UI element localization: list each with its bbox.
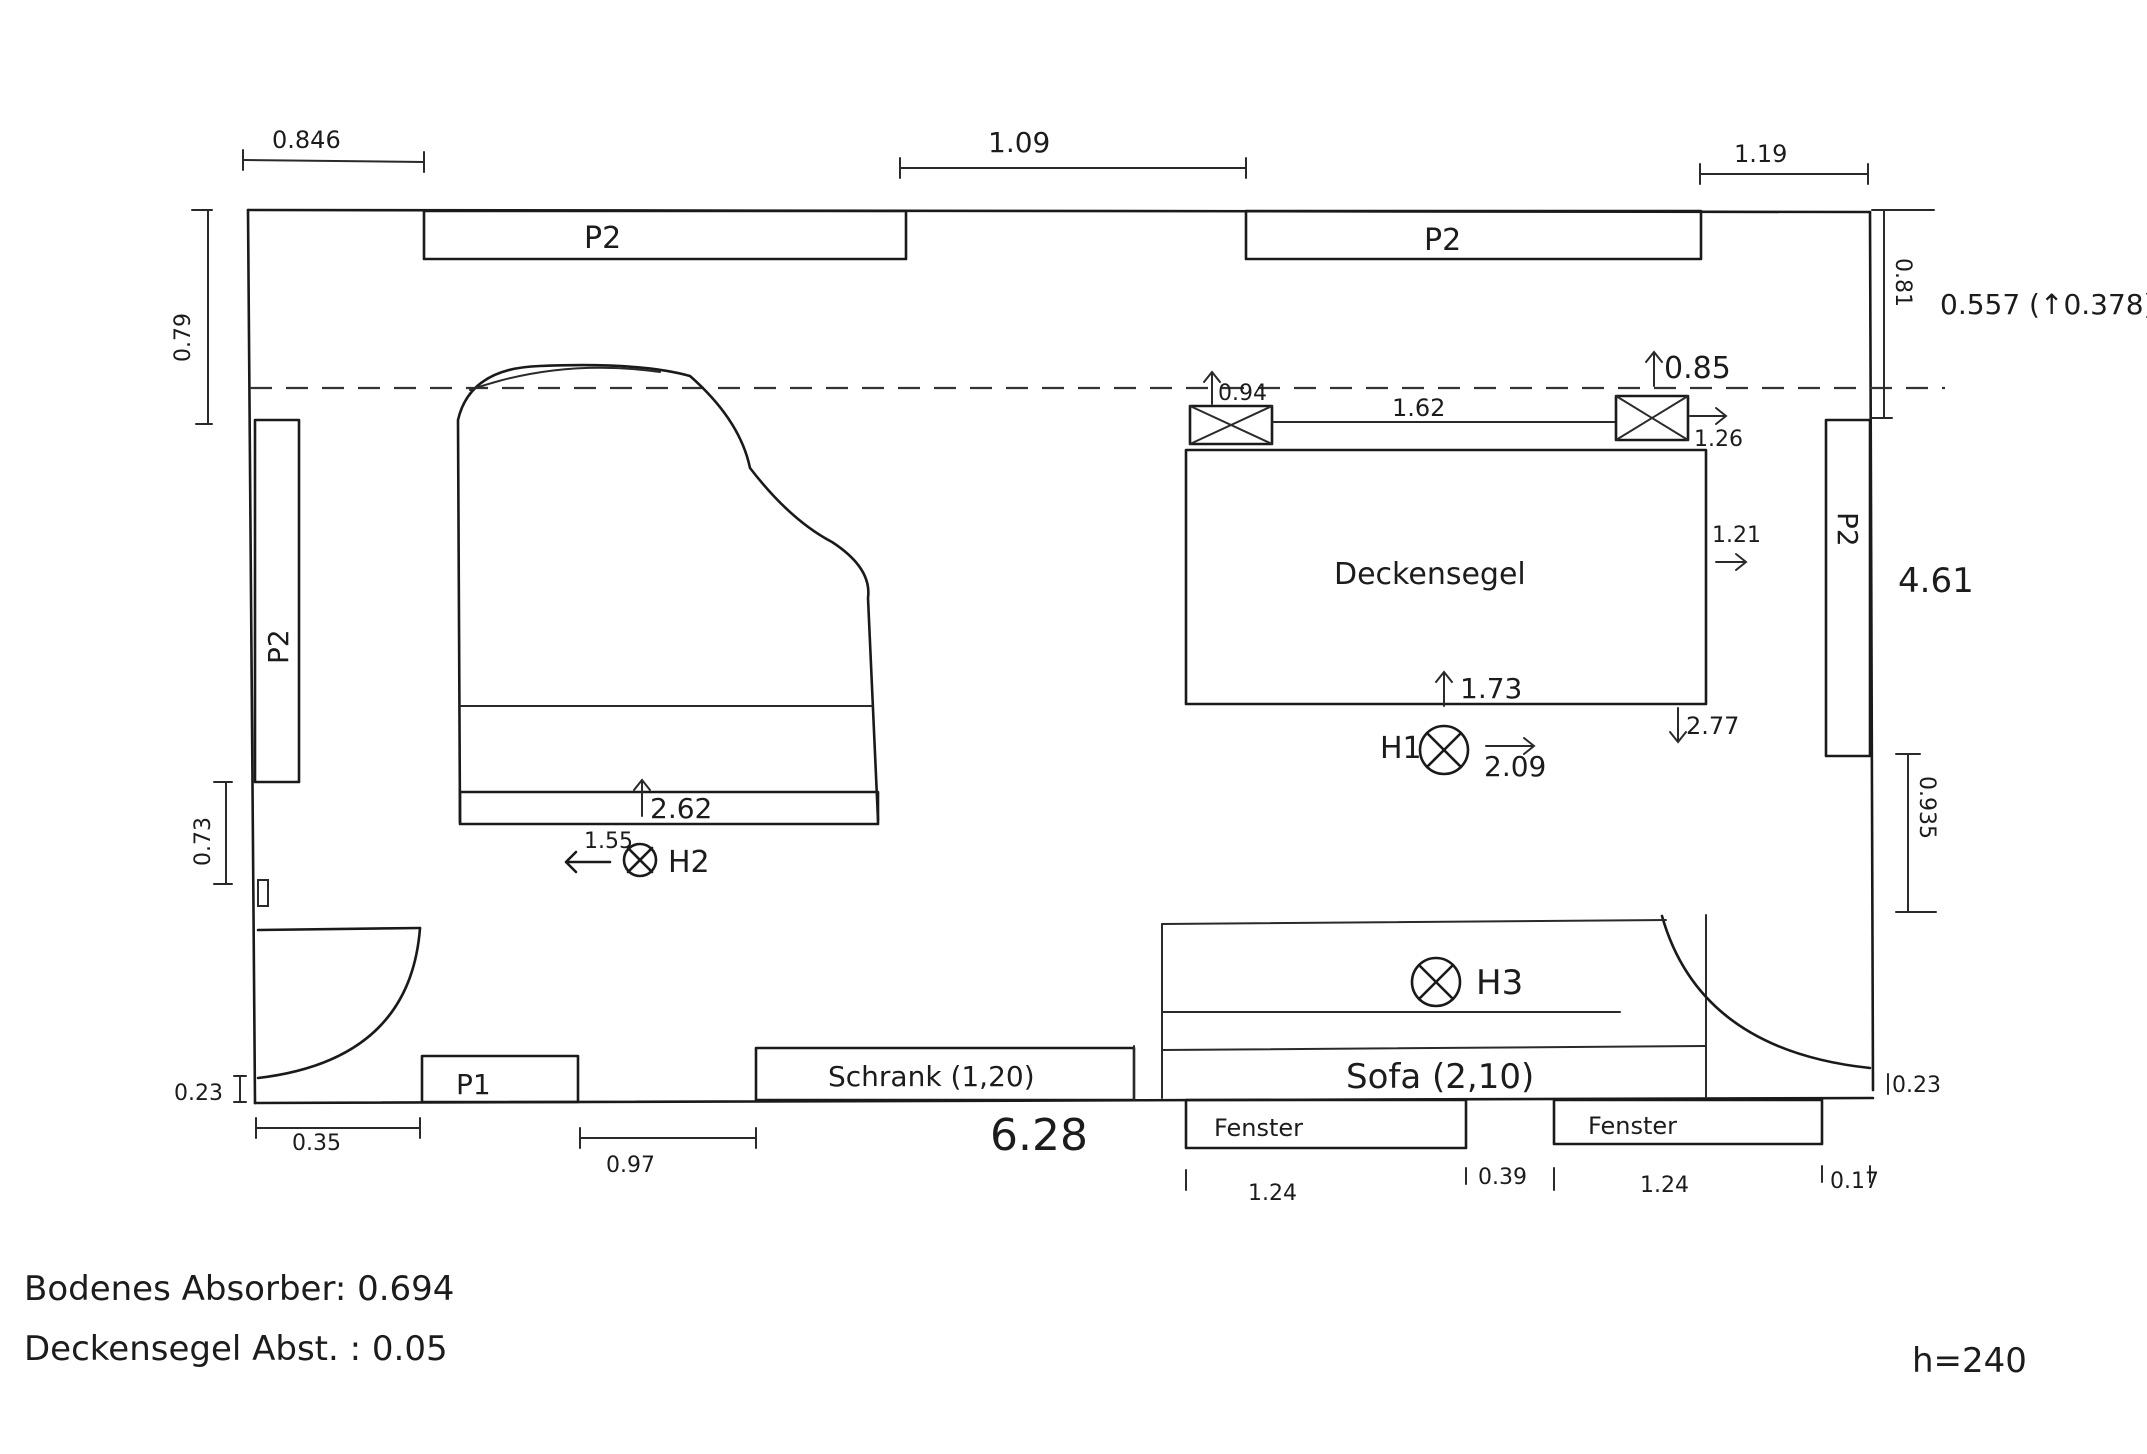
room-walls: [246, 208, 1875, 1105]
cabinet: Schrank (1,20): [754, 1045, 1136, 1102]
dim-room-depth: 4.61: [1898, 561, 1974, 601]
dim-room-width: 6.28: [990, 1110, 1088, 1161]
dim-left-mid: 0.73: [191, 817, 216, 866]
light-h2: [622, 842, 658, 878]
window-label: Fenster: [1214, 1114, 1303, 1142]
sofa-label: Sofa (2,10): [1346, 1057, 1534, 1097]
window-1: Fenster: [1184, 1098, 1468, 1150]
panel-p2-left: P2: [253, 418, 301, 784]
dim-window2: 1.24: [1640, 1173, 1689, 1198]
dim-right-offset: 0.557 (↑0.378): [1940, 288, 2147, 321]
light-h1-dim: 2.09: [1484, 750, 1546, 783]
arrow-up-icon: [633, 778, 651, 817]
panel-p2-top-left: P2: [422, 209, 908, 261]
light-h3-label: H3: [1476, 963, 1523, 1003]
sail-right-dim: 1.21: [1712, 523, 1761, 548]
dim-left-top: 0.79: [171, 313, 196, 362]
note-height: h=240: [1912, 1341, 2027, 1381]
box1-dim: 0.94: [1218, 381, 1267, 406]
right-dimensions: [1871, 209, 1937, 1095]
dim-right-bottom: 0.23: [1892, 1073, 1941, 1098]
window-label: Fenster: [1588, 1112, 1677, 1140]
ceiling-sail: Deckensegel: [1184, 448, 1708, 706]
panel-p2-right: P2: [1824, 418, 1872, 758]
box2-dim: 0.85: [1664, 351, 1731, 386]
panel-label: P2: [584, 221, 621, 256]
light-h2-label: H2: [668, 845, 710, 880]
dim-window1: 1.24: [1248, 1181, 1297, 1206]
panel-label: P2: [1831, 512, 1864, 547]
window-2: Fenster: [1552, 1098, 1824, 1146]
arrow-left-icon: [564, 850, 612, 874]
sail-between-dim: 1.62: [1392, 394, 1445, 422]
dim-right-top: 0.81: [1890, 258, 1915, 307]
dim-window-right: 0.17: [1830, 1169, 1879, 1194]
light-h3: [1410, 956, 1462, 1008]
door-left: [256, 926, 422, 1080]
panel-label: P2: [1424, 223, 1461, 258]
dim-right-mid: 0.935: [1914, 776, 1939, 839]
sail-bottom-dim: 1.73: [1460, 672, 1522, 705]
dim-bottom-left: 0.35: [292, 1131, 341, 1156]
light-h2-dim: 1.55: [584, 829, 633, 854]
piano-dim: 2.62: [650, 792, 712, 825]
top-dimensions: [242, 149, 1869, 185]
panel-label: P2: [262, 629, 295, 664]
note-floor-absorber: Bodenes Absorber: 0.694: [24, 1269, 454, 1309]
arrow-up-icon: [1645, 350, 1663, 387]
speaker-box-1: [1188, 404, 1274, 446]
door-right: [1660, 914, 1872, 1099]
left-dimensions: [191, 209, 247, 1103]
wall-detail: [257, 879, 269, 907]
arrow-right-icon: [1715, 553, 1748, 571]
grand-piano: [456, 363, 880, 826]
panel-label: P1: [456, 1068, 491, 1101]
dim-top-mid: 1.09: [988, 126, 1050, 159]
dim-top-right: 1.19: [1734, 140, 1787, 168]
sofa: Sofa (2,10): [1161, 919, 1707, 1099]
speaker-box-2: [1614, 394, 1690, 442]
note-sail-distance: Deckensegel Abst. : 0.05: [24, 1329, 448, 1369]
dim-top-left: 0.846: [272, 126, 341, 154]
light-h1: [1418, 724, 1470, 776]
panel-p1: P1: [420, 1054, 580, 1104]
dim-left-bottom: 0.23: [174, 1081, 223, 1106]
cabinet-label: Schrank (1,20): [828, 1060, 1035, 1093]
bottom-dimensions: [255, 1117, 1871, 1191]
arrow-right-icon: [1485, 737, 1536, 755]
arrow-down-icon: [1669, 707, 1687, 744]
dim-window-gap: 0.39: [1478, 1165, 1527, 1190]
arrow-up-icon: [1203, 370, 1221, 405]
arrow-right-icon: [1689, 407, 1728, 425]
arrow-up-icon: [1435, 670, 1453, 707]
dim-bottom-mid: 0.97: [606, 1153, 655, 1178]
light-h1-label: H1: [1380, 731, 1422, 766]
ceiling-sail-label: Deckensegel: [1334, 557, 1526, 592]
box2-right-dim: 1.26: [1694, 427, 1743, 452]
sail-below-dim: 2.77: [1686, 712, 1739, 740]
panel-p2-top-right: P2: [1244, 209, 1703, 261]
